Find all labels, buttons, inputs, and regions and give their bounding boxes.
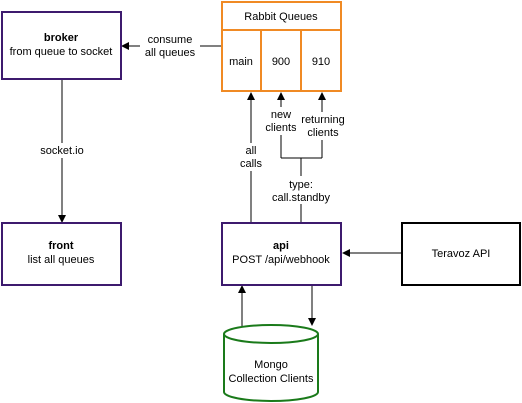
queue-main: main bbox=[229, 56, 253, 68]
mongo-line1: Mongo bbox=[254, 359, 288, 371]
node-broker: broker from queue to socket bbox=[1, 11, 122, 80]
queue-910: 910 bbox=[312, 56, 330, 68]
label-all-calls-line1: all bbox=[245, 145, 256, 157]
label-new-clients-line1: new bbox=[271, 109, 291, 121]
node-mongo: Mongo Collection Clients bbox=[223, 324, 319, 402]
label-consume-line2: all queues bbox=[145, 47, 196, 59]
api-subtitle: POST /api/webhook bbox=[232, 254, 330, 266]
label-all-calls-line2: calls bbox=[240, 158, 263, 170]
broker-subtitle: from queue to socket bbox=[10, 46, 113, 58]
front-title: front bbox=[48, 240, 73, 252]
label-consume-line1: consume bbox=[148, 34, 193, 46]
label-new-clients-line2: clients bbox=[265, 122, 297, 134]
teravoz-title: Teravoz API bbox=[432, 248, 491, 260]
rabbit-title: Rabbit Queues bbox=[244, 11, 318, 23]
label-returning-clients-line1: returning bbox=[301, 114, 344, 126]
label-type-line2: call.standby bbox=[272, 192, 331, 204]
label-returning-clients-line2: clients bbox=[307, 127, 339, 139]
node-teravoz: Teravoz API bbox=[401, 222, 521, 286]
broker-title: broker bbox=[44, 32, 79, 44]
queue-900: 900 bbox=[272, 56, 290, 68]
edge-labels: consume all queues socket.io all calls n… bbox=[36, 32, 350, 204]
front-subtitle: list all queues bbox=[28, 254, 95, 266]
label-type-line1: type: bbox=[289, 179, 313, 191]
mongo-line2: Collection Clients bbox=[229, 373, 314, 385]
node-rabbit-queues: Rabbit Queues main 900 910 bbox=[221, 1, 342, 92]
label-socket-io: socket.io bbox=[40, 145, 83, 157]
node-api: api POST /api/webhook bbox=[221, 222, 342, 286]
api-title: api bbox=[273, 240, 289, 252]
node-front: front list all queues bbox=[1, 222, 122, 286]
